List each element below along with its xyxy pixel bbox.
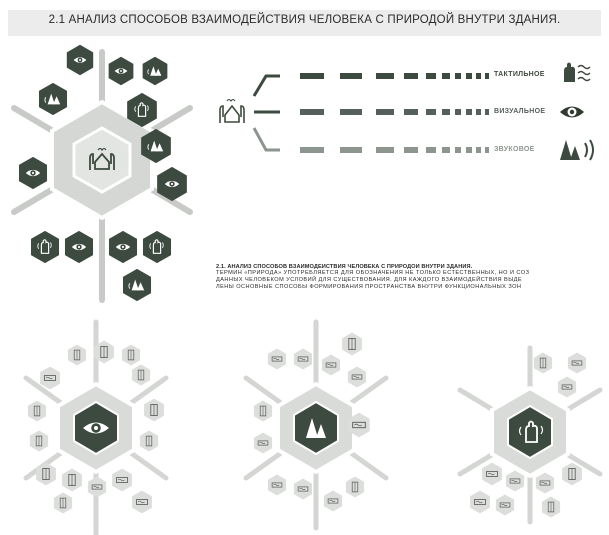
tactile-zone-diagram	[460, 348, 600, 522]
sound-zone-diagram	[246, 322, 386, 528]
main-hex-diagram	[14, 45, 190, 301]
eye-icon	[560, 107, 584, 118]
description-line-3: ЛЕНЫ ОСНОВНЫЕ СПОСОБЫ ФОРМИРОВАНИЯ ПРОСТ…	[216, 284, 609, 291]
eye-zone-diagram	[26, 322, 166, 534]
trees-sound-icon	[560, 140, 593, 160]
category-label-visual: ВИЗУАЛЬНОЕ	[494, 108, 545, 115]
description-block: 2.1. АНАЛИЗ СПОСОБОВ ВЗАИМОДЕЙСТВИЯ ЧЕЛО…	[216, 264, 609, 291]
category-label-sound: ЗВУКОВОЕ	[494, 146, 535, 153]
description-line-2: ДАННЫХ ЧЕЛОВЕКОМ УСЛОВИЙ ДЛЯ СУЩЕСТВОВАН…	[216, 277, 609, 284]
source-hands-icon	[220, 100, 244, 124]
description-line-1: ТЕРМИН «ПРИРОДА» УПОТРЕБЛЯЕТСЯ ДЛЯ ОБОЗН…	[216, 270, 609, 277]
hand-water-icon	[564, 63, 590, 83]
category-label-tactile: ТАКТИЛЬНОЕ	[494, 71, 545, 78]
